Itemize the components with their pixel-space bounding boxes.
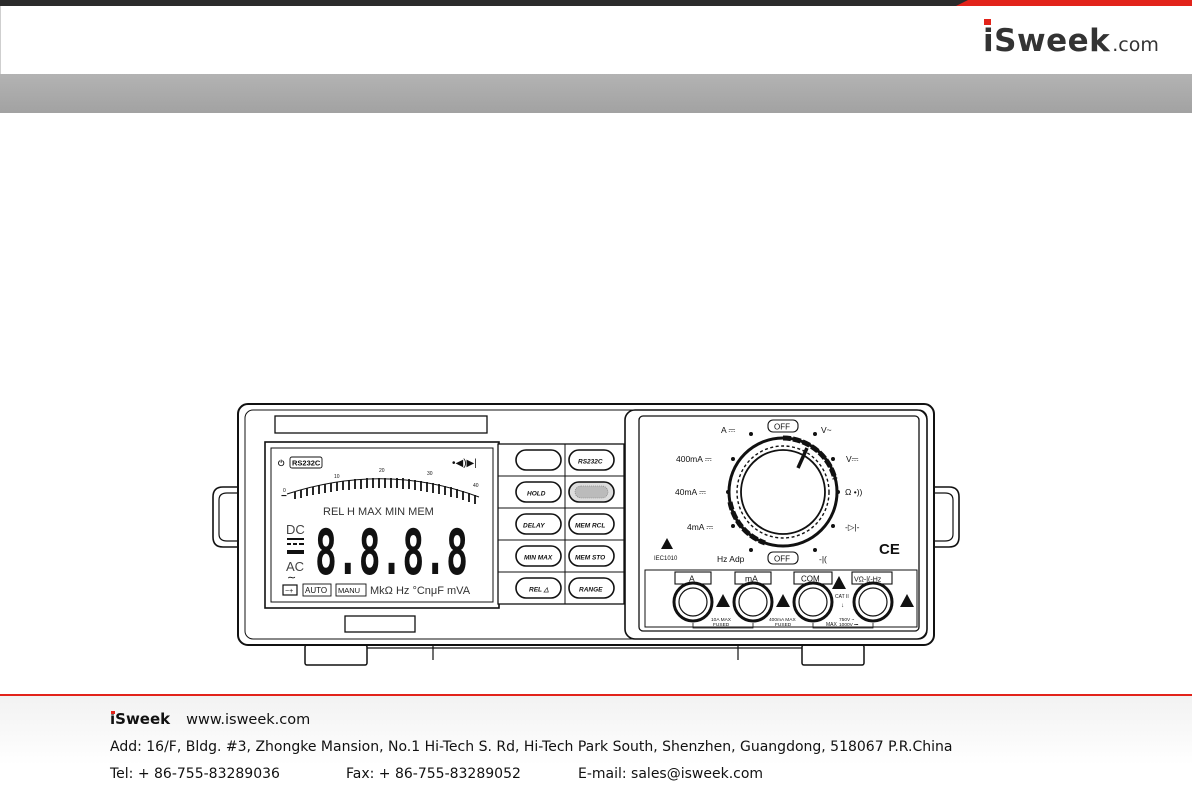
footer-fax: Fax: + 86-755-83289052 bbox=[346, 766, 521, 782]
lcd-rs232c-label: RS232C bbox=[292, 459, 321, 468]
note-v1: 750V ~ bbox=[839, 617, 855, 623]
scale-tick-10: 10 bbox=[334, 474, 340, 480]
dial-v-dc: V⎓ bbox=[846, 454, 859, 464]
note-max: MAX bbox=[826, 622, 838, 628]
lcd-units: MkΩ Hz °CnμF mVA bbox=[370, 585, 471, 597]
lcd-manu: MANU bbox=[338, 586, 360, 595]
dial-4ma: 4mA ⎓ bbox=[687, 522, 713, 532]
dial-400ma: 400mA ⎓ bbox=[676, 454, 712, 464]
footer-tel: Tel: + 86-755-83289036 bbox=[110, 766, 280, 782]
dial-hz-adp: Hz Adp bbox=[717, 554, 745, 564]
dial-40ma: 40mA ⎓ bbox=[675, 487, 706, 497]
title-band bbox=[0, 74, 1192, 113]
footer-contact-row: Tel: + 86-755-83289036 Fax: + 86-755-832… bbox=[110, 766, 763, 782]
lcd-auto: AUTO bbox=[305, 586, 327, 595]
button-mem-rcl-label: MEM RCL bbox=[575, 523, 605, 530]
footer-divider bbox=[0, 694, 1192, 696]
scale-tick-0: 0 bbox=[283, 488, 286, 494]
beeper-diode-icon: •◀)▶| bbox=[452, 458, 477, 469]
button-min-max[interactable]: MIN MAX bbox=[515, 545, 562, 567]
logo-brand: iSweek bbox=[983, 19, 1111, 59]
dial-off-bottom: OFF bbox=[774, 555, 790, 564]
button-backlight[interactable] bbox=[568, 481, 615, 503]
button-rs232c[interactable]: RS232C bbox=[568, 449, 615, 471]
button-range-label: RANGE bbox=[579, 587, 603, 594]
note-ma1: 400mA MAX bbox=[769, 617, 796, 623]
svg-text:−+: −+ bbox=[285, 588, 293, 595]
top-accent-red bbox=[956, 0, 1192, 6]
dial-a: A ⎓ bbox=[721, 425, 736, 435]
page-header: iSweek .com bbox=[0, 6, 1192, 74]
terminal-com-label: COM bbox=[801, 575, 820, 584]
note-v2: 1000V ⎓ bbox=[839, 622, 858, 628]
terminal-ma[interactable]: mA bbox=[732, 571, 774, 623]
logo-brand-text: iSweek bbox=[983, 23, 1111, 59]
dial-off-top: OFF bbox=[774, 423, 790, 432]
terminal-v-ohm-hz[interactable]: VΩ-|(-Hz bbox=[851, 571, 894, 623]
lcd-dc: DC bbox=[286, 522, 305, 537]
note-a2: FUSED bbox=[713, 622, 730, 628]
svg-text:⏻: ⏻ bbox=[278, 459, 285, 468]
button-delay-label: DELAY bbox=[523, 523, 545, 530]
button-blank[interactable] bbox=[515, 449, 562, 471]
scale-tick-20: 20 bbox=[379, 468, 385, 474]
button-mem-rcl[interactable]: MEM RCL bbox=[568, 513, 615, 535]
dial-ohm: Ω •)) bbox=[845, 487, 863, 497]
page-footer: iSweek www.isweek.com Add: 16/F, Bldg. #… bbox=[0, 696, 1192, 795]
terminal-com[interactable]: COM bbox=[792, 571, 834, 623]
button-mem-sto-label: MEM STO bbox=[575, 555, 605, 562]
top-accent-bar bbox=[0, 0, 1192, 6]
terminal-a[interactable]: A bbox=[672, 571, 714, 623]
button-hold-label: HOLD bbox=[527, 491, 546, 498]
button-range[interactable]: RANGE bbox=[568, 577, 615, 599]
lcd-ac: AC bbox=[286, 559, 304, 574]
button-rel-label: REL △ bbox=[529, 587, 549, 594]
svg-text:−: − bbox=[281, 491, 287, 502]
dial-diode: -▷|- bbox=[845, 522, 860, 532]
footer-brand-dot bbox=[111, 711, 115, 714]
ce-mark: CE bbox=[879, 541, 900, 558]
button-rel[interactable]: REL △ bbox=[515, 577, 562, 599]
footer-website-link[interactable]: www.isweek.com bbox=[186, 712, 311, 728]
iec1010-mark: IEC1010 bbox=[654, 556, 678, 562]
multimeter-drawing: ⏻ RS232C •◀)▶| 0 10 20 30 40 − REL H MAX… bbox=[212, 403, 960, 666]
terminal-a-label: A bbox=[689, 574, 695, 584]
note-ma2: FUSED bbox=[775, 622, 792, 628]
button-mem-sto[interactable]: MEM STO bbox=[568, 545, 615, 567]
button-delay[interactable]: DELAY bbox=[515, 513, 562, 535]
warning-icons bbox=[716, 576, 914, 607]
logo-suffix: .com bbox=[1112, 34, 1159, 56]
scale-tick-40: 40 bbox=[473, 483, 479, 489]
note-a1: 10A MAX bbox=[711, 617, 732, 623]
dial-v-ac: V~ bbox=[821, 425, 832, 435]
svg-text:↓: ↓ bbox=[841, 603, 844, 609]
lcd-flags: REL H MAX MIN MEM bbox=[323, 506, 434, 518]
scale-tick-30: 30 bbox=[427, 471, 433, 477]
button-min-max-label: MIN MAX bbox=[524, 555, 553, 562]
footer-brand-text: iSweek bbox=[110, 710, 171, 728]
logo-red-dot bbox=[984, 19, 991, 25]
button-hold[interactable]: HOLD bbox=[515, 481, 562, 503]
footer-address: Add: 16/F, Bldg. #3, Zhongke Mansion, No… bbox=[110, 739, 953, 755]
footer-email-link[interactable]: E-mail: sales@isweek.com bbox=[578, 766, 764, 782]
lcd-bargraph: 0 10 20 30 40 − bbox=[281, 468, 480, 504]
button-rs232c-label: RS232C bbox=[578, 459, 603, 466]
footer-brand-row: iSweek www.isweek.com bbox=[110, 710, 310, 728]
footer-brand: iSweek bbox=[110, 710, 170, 728]
terminal-vohm-label: VΩ-|(-Hz bbox=[854, 577, 882, 584]
note-cat: CAT II bbox=[835, 594, 849, 600]
svg-text:∼: ∼ bbox=[287, 572, 296, 584]
dial-cap: -|( bbox=[819, 554, 827, 564]
terminal-ma-label: mA bbox=[745, 574, 758, 584]
isweek-logo[interactable]: iSweek .com bbox=[983, 19, 1159, 63]
lcd-digits: 8.8.8.8 bbox=[315, 516, 468, 589]
rotary-dial[interactable] bbox=[727, 435, 839, 548]
